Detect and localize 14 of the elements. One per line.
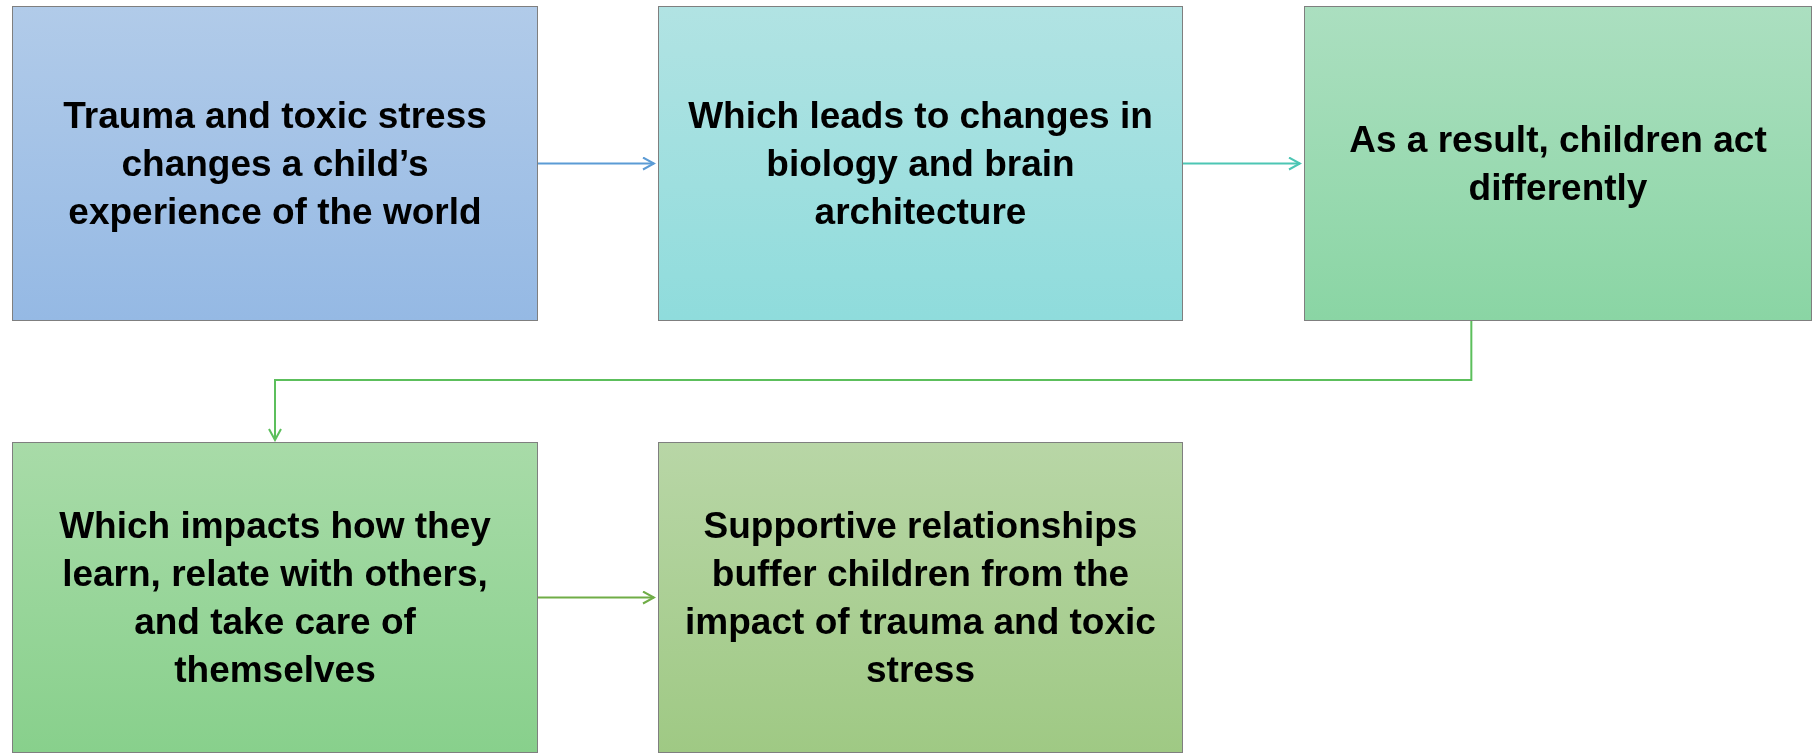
arrow xyxy=(537,590,655,605)
step-text: Which leads to changes in biology and brain architecture xyxy=(687,93,1154,234)
process-box xyxy=(658,6,1183,321)
arrow xyxy=(268,320,1473,441)
arrow xyxy=(1182,156,1301,171)
step-text: Trauma and toxic stress changes a child’s experience of the world xyxy=(62,93,488,234)
arrow xyxy=(537,156,655,171)
process-box xyxy=(1304,6,1812,321)
process-box xyxy=(12,6,538,321)
process-box xyxy=(658,442,1183,753)
step-text: Supportive relationships buffer children from the impact of trauma and toxic stress xyxy=(684,503,1157,692)
step-text: As a result, children act differently xyxy=(1348,117,1768,210)
step-text: Which impacts how they learn, relate with others, and take care of themselves xyxy=(58,503,492,692)
process-box xyxy=(12,442,538,753)
